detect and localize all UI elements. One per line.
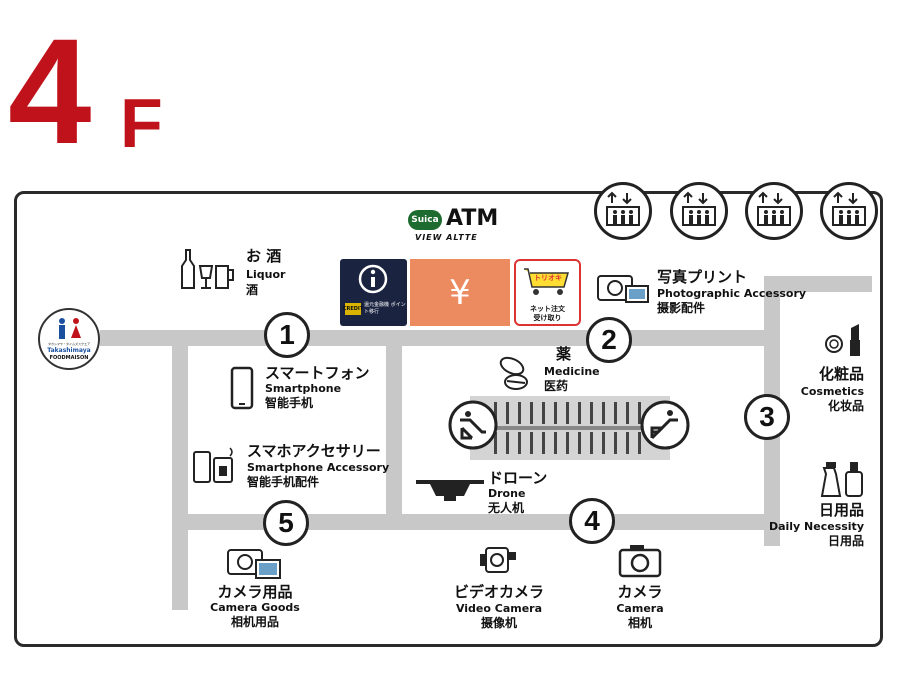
smartphone-label-jp: スマートフォン	[265, 364, 370, 382]
drone-label-cn: 无人机	[488, 501, 525, 515]
camera-goods-label-en: Camera Goods	[210, 601, 300, 614]
cosmetics-icon	[825, 324, 860, 356]
daily-label-jp: 日用品	[818, 501, 864, 519]
elevator-icon	[745, 182, 803, 240]
daily-label-en: Daily Necessity	[768, 520, 864, 533]
photo-print-icon	[597, 275, 649, 303]
escalator-area	[470, 396, 670, 460]
medicine-label-en: Medicine	[544, 365, 600, 378]
camera-goods-label-jp: カメラ用品	[217, 583, 293, 601]
video-label-cn: 摄像机	[480, 616, 517, 630]
zone-number-1: 1	[264, 312, 310, 358]
escalator-up-icon	[640, 400, 690, 450]
smartphone-icon	[230, 366, 254, 410]
elevator-icon	[820, 182, 878, 240]
card-logo: CREDIT	[343, 303, 363, 315]
photo-label-cn: 摄影配件	[657, 301, 706, 315]
zone-number-4: 4	[569, 498, 615, 544]
suica-logo: Suica	[408, 210, 442, 230]
drone-label-en: Drone	[488, 487, 526, 500]
liquor-label-en: Liquor	[246, 268, 286, 281]
cosmetics-label-jp: 化粧品	[818, 365, 864, 383]
map-frame	[14, 191, 883, 647]
atm-yen-panel: ¥	[410, 259, 510, 326]
atm-title: ATM	[446, 206, 499, 231]
smartphone-accessory-icon	[193, 447, 233, 483]
medicine-label-jp: 薬	[556, 345, 572, 363]
daily-necessity-icon	[820, 462, 863, 497]
floor-letter: F	[120, 84, 163, 162]
photo-label-jp: 写真プリント	[657, 268, 748, 286]
liquor-icon	[181, 249, 234, 289]
torioki-bubble: トリオキ	[534, 274, 562, 282]
medicine-label-cn: 医药	[544, 379, 569, 393]
cosmetics-label-cn: 化妆品	[827, 399, 864, 413]
torioki-pickup-panel: トリオキ ネット注文 受け取り	[514, 259, 581, 326]
corridor-left	[172, 330, 188, 610]
accessory-label-jp: スマホアクセサリー	[247, 442, 381, 460]
accessory-label-en: Smartphone Accessory	[247, 461, 390, 474]
zone-number-2: 2	[586, 317, 632, 363]
restroom-brand-en1: Takashimaya	[47, 347, 91, 354]
camera-label-en: Camera	[616, 602, 664, 615]
restroom-badge: タカシマヤ・タイムズスクエア Takashimaya FOODMAISON	[38, 308, 100, 370]
camera-icon	[618, 545, 662, 578]
camera-goods-icon	[227, 549, 281, 579]
smartphone-label-cn: 智能手机	[265, 396, 314, 410]
photo-label-en: Photographic Accessory	[657, 287, 807, 300]
elevator-icon	[670, 182, 728, 240]
zone-number-3: 3	[744, 394, 790, 440]
camera-label-cn: 相机	[627, 616, 652, 630]
info-icon	[358, 264, 388, 294]
cart-icon	[524, 268, 569, 295]
floor-number: 4	[8, 7, 91, 175]
restroom-icon	[59, 318, 81, 339]
camera-label-jp: カメラ	[617, 583, 663, 601]
liquor-label-cn: 酒	[246, 283, 259, 297]
smartphone-label-en: Smartphone	[265, 382, 342, 395]
corridor-main	[100, 330, 770, 346]
medicine-icon	[499, 356, 528, 390]
liquor-label-jp: お 酒	[246, 247, 282, 265]
corridor-center	[386, 330, 402, 530]
video-camera-icon	[480, 547, 516, 573]
corridor-upper-right	[764, 276, 872, 292]
torioki-label-1: ネット注文	[530, 305, 565, 313]
accessory-label-cn: 智能手机配件	[247, 475, 320, 489]
info-note: 還元金融機 ポイント移行	[364, 302, 406, 315]
torioki-label-2: 受け取り	[533, 314, 562, 322]
corridor-bottom	[172, 514, 780, 530]
drone-icon	[416, 480, 484, 501]
escalator-down-icon	[448, 400, 498, 450]
video-label-jp: ビデオカメラ	[453, 583, 544, 601]
drone-label-jp: ドローン	[488, 469, 548, 487]
view-altte-logo: VIEW ALTTE	[415, 233, 478, 242]
restroom-brand-en2: FOODMAISON	[49, 355, 89, 361]
elevator-icon	[594, 182, 652, 240]
cosmetics-label-en: Cosmetics	[800, 385, 864, 398]
atm-info-panel: CREDIT 還元金融機 ポイント移行	[340, 259, 407, 326]
daily-label-cn: 日用品	[827, 534, 864, 548]
zone-number-5: 5	[263, 500, 309, 546]
video-label-en: Video Camera	[455, 602, 543, 615]
camera-goods-label-cn: 相机用品	[230, 615, 279, 629]
restroom-brand-jp: タカシマヤ・タイムズスクエア	[48, 342, 90, 346]
